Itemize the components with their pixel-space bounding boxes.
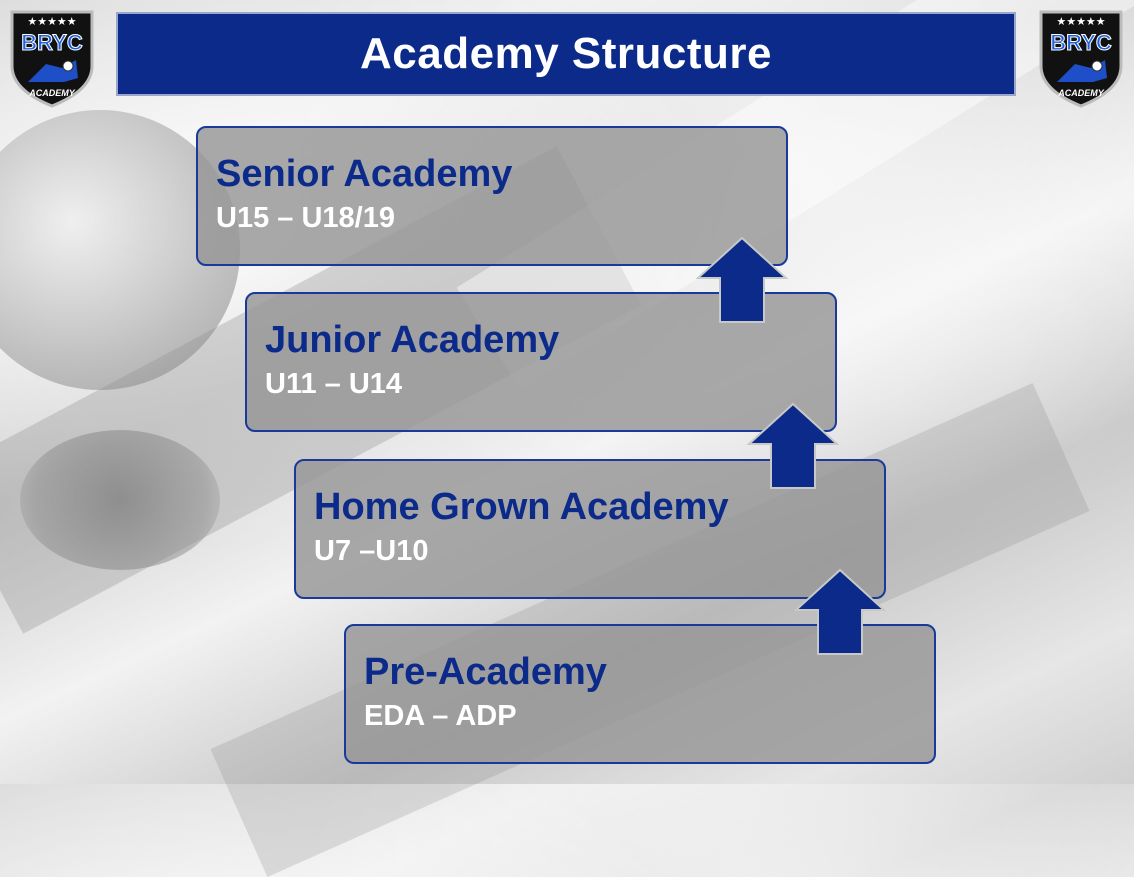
stage-name: Pre-Academy — [364, 651, 607, 693]
up-arrow-icon — [794, 568, 886, 656]
up-arrow-icon — [747, 402, 839, 490]
stage-home-grown-academy: Home Grown Academy U7 –U10 — [294, 459, 886, 599]
stage-range: U11 – U14 — [265, 368, 403, 400]
page-title: Academy Structure — [360, 29, 772, 78]
stage-range: EDA – ADP — [364, 700, 517, 732]
stage-range: U7 –U10 — [314, 535, 429, 567]
stage-name: Senior Academy — [216, 153, 513, 195]
svg-text:★★★★★: ★★★★★ — [27, 15, 76, 28]
stage-senior-academy: Senior Academy U15 – U18/19 — [196, 126, 788, 266]
svg-text:ACADEMY: ACADEMY — [1057, 88, 1104, 98]
bryc-logo-right: ★★★★★ BRYC ACADEMY — [1035, 8, 1127, 110]
svg-text:BRYC: BRYC — [1050, 30, 1112, 55]
stage-name: Home Grown Academy — [314, 486, 729, 528]
svg-text:ACADEMY: ACADEMY — [28, 88, 75, 98]
stage-name: Junior Academy — [265, 319, 560, 361]
title-bar: Academy Structure — [116, 12, 1016, 96]
stage-range: U15 – U18/19 — [216, 202, 395, 234]
svg-text:★★★★★: ★★★★★ — [1056, 15, 1105, 28]
up-arrow-icon — [696, 236, 788, 324]
background-ball-image — [20, 430, 220, 570]
bryc-logo-left: ★★★★★ BRYC ACADEMY — [6, 8, 98, 110]
svg-text:BRYC: BRYC — [21, 30, 83, 55]
